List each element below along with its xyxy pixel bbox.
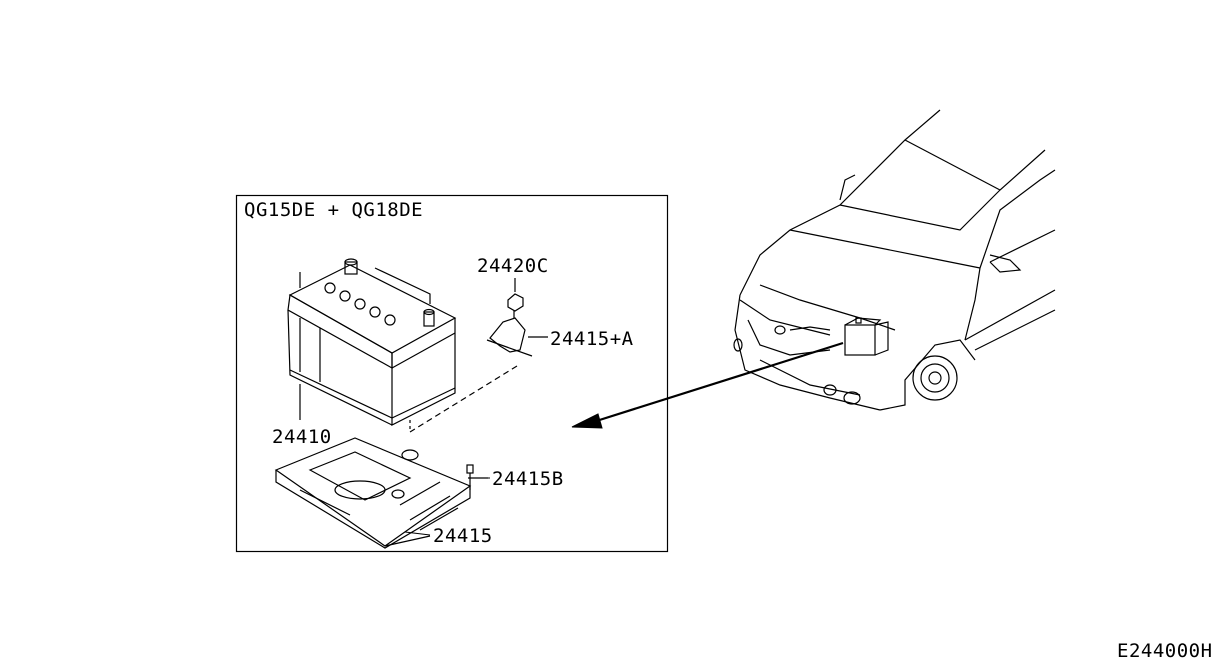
part-label-24415B: 24415B bbox=[492, 468, 564, 490]
leader-lines bbox=[404, 477, 490, 536]
battery-drawing bbox=[287, 258, 457, 432]
vehicle-drawing bbox=[733, 109, 1056, 411]
tray-drawing bbox=[274, 437, 488, 549]
engine-label: QG15DE + QG18DE bbox=[244, 199, 424, 221]
part-label-24415: 24415 bbox=[433, 525, 493, 547]
location-arrow bbox=[571, 341, 844, 429]
diagram-code: E244000H bbox=[1117, 640, 1213, 662]
part-label-24410: 24410 bbox=[272, 426, 332, 448]
inset-frame bbox=[235, 194, 669, 553]
part-label-24415-plus-A: 24415+A bbox=[550, 328, 634, 350]
clamp-drawing bbox=[409, 278, 548, 433]
part-label-24420C: 24420C bbox=[477, 255, 549, 277]
